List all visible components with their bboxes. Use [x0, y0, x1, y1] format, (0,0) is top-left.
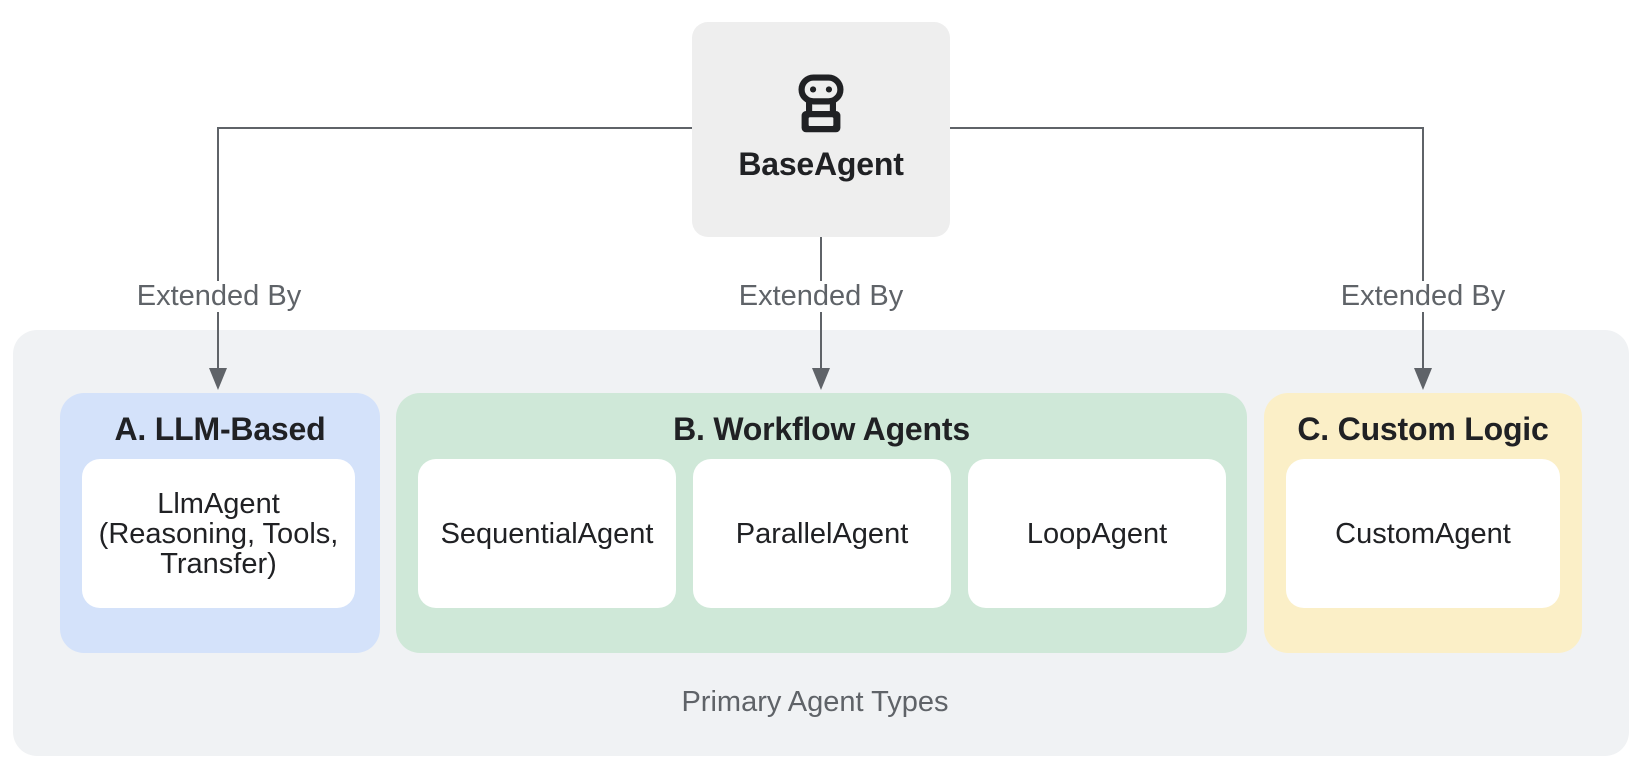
- group-caption: Primary Agent Types: [681, 686, 949, 718]
- node-label-parallel-agent: ParallelAgent: [735, 517, 909, 550]
- node-loop-agent: LoopAgent: [968, 459, 1226, 608]
- node-label-base-agent: BaseAgent: [738, 146, 904, 182]
- edge-label-extended-by-middle: Extended By: [728, 281, 914, 312]
- section-title-custom-logic: C. Custom Logic: [1297, 411, 1549, 447]
- arrowhead-left-icon: [209, 368, 227, 390]
- node-llm-agent: LlmAgent (Reasoning, Tools, Transfer): [82, 459, 355, 608]
- robot-icon: [798, 74, 844, 133]
- node-base-agent: BaseAgent: [692, 22, 950, 237]
- connector-line-left-horizontal: [218, 127, 692, 129]
- section-workflow-agents: B. Workflow Agents SequentialAgent Paral…: [396, 393, 1247, 653]
- node-label-sequential-agent: SequentialAgent: [440, 517, 654, 550]
- edge-label-extended-by-left: Extended By: [126, 281, 312, 312]
- edge-label-extended-by-right: Extended By: [1330, 281, 1516, 312]
- node-label-custom-agent: CustomAgent: [1335, 517, 1511, 550]
- section-title-workflow-agents: B. Workflow Agents: [673, 411, 970, 447]
- arrowhead-middle-icon: [812, 368, 830, 390]
- node-parallel-agent: ParallelAgent: [693, 459, 951, 608]
- node-label-llm-agent: LlmAgent (Reasoning, Tools, Transfer): [98, 487, 339, 580]
- section-custom-logic: C. Custom Logic CustomAgent: [1264, 393, 1582, 653]
- node-custom-agent: CustomAgent: [1286, 459, 1560, 608]
- node-label-loop-agent: LoopAgent: [1026, 517, 1168, 550]
- arrowhead-right-icon: [1414, 368, 1432, 390]
- section-title-llm-based: A. LLM-Based: [114, 411, 326, 447]
- section-llm-based: A. LLM-Based LlmAgent (Reasoning, Tools,…: [60, 393, 380, 653]
- connector-line-right-horizontal: [950, 127, 1423, 129]
- node-sequential-agent: SequentialAgent: [418, 459, 676, 608]
- connector-line-right-vertical: [1422, 127, 1424, 368]
- connector-line-left-vertical: [217, 127, 219, 368]
